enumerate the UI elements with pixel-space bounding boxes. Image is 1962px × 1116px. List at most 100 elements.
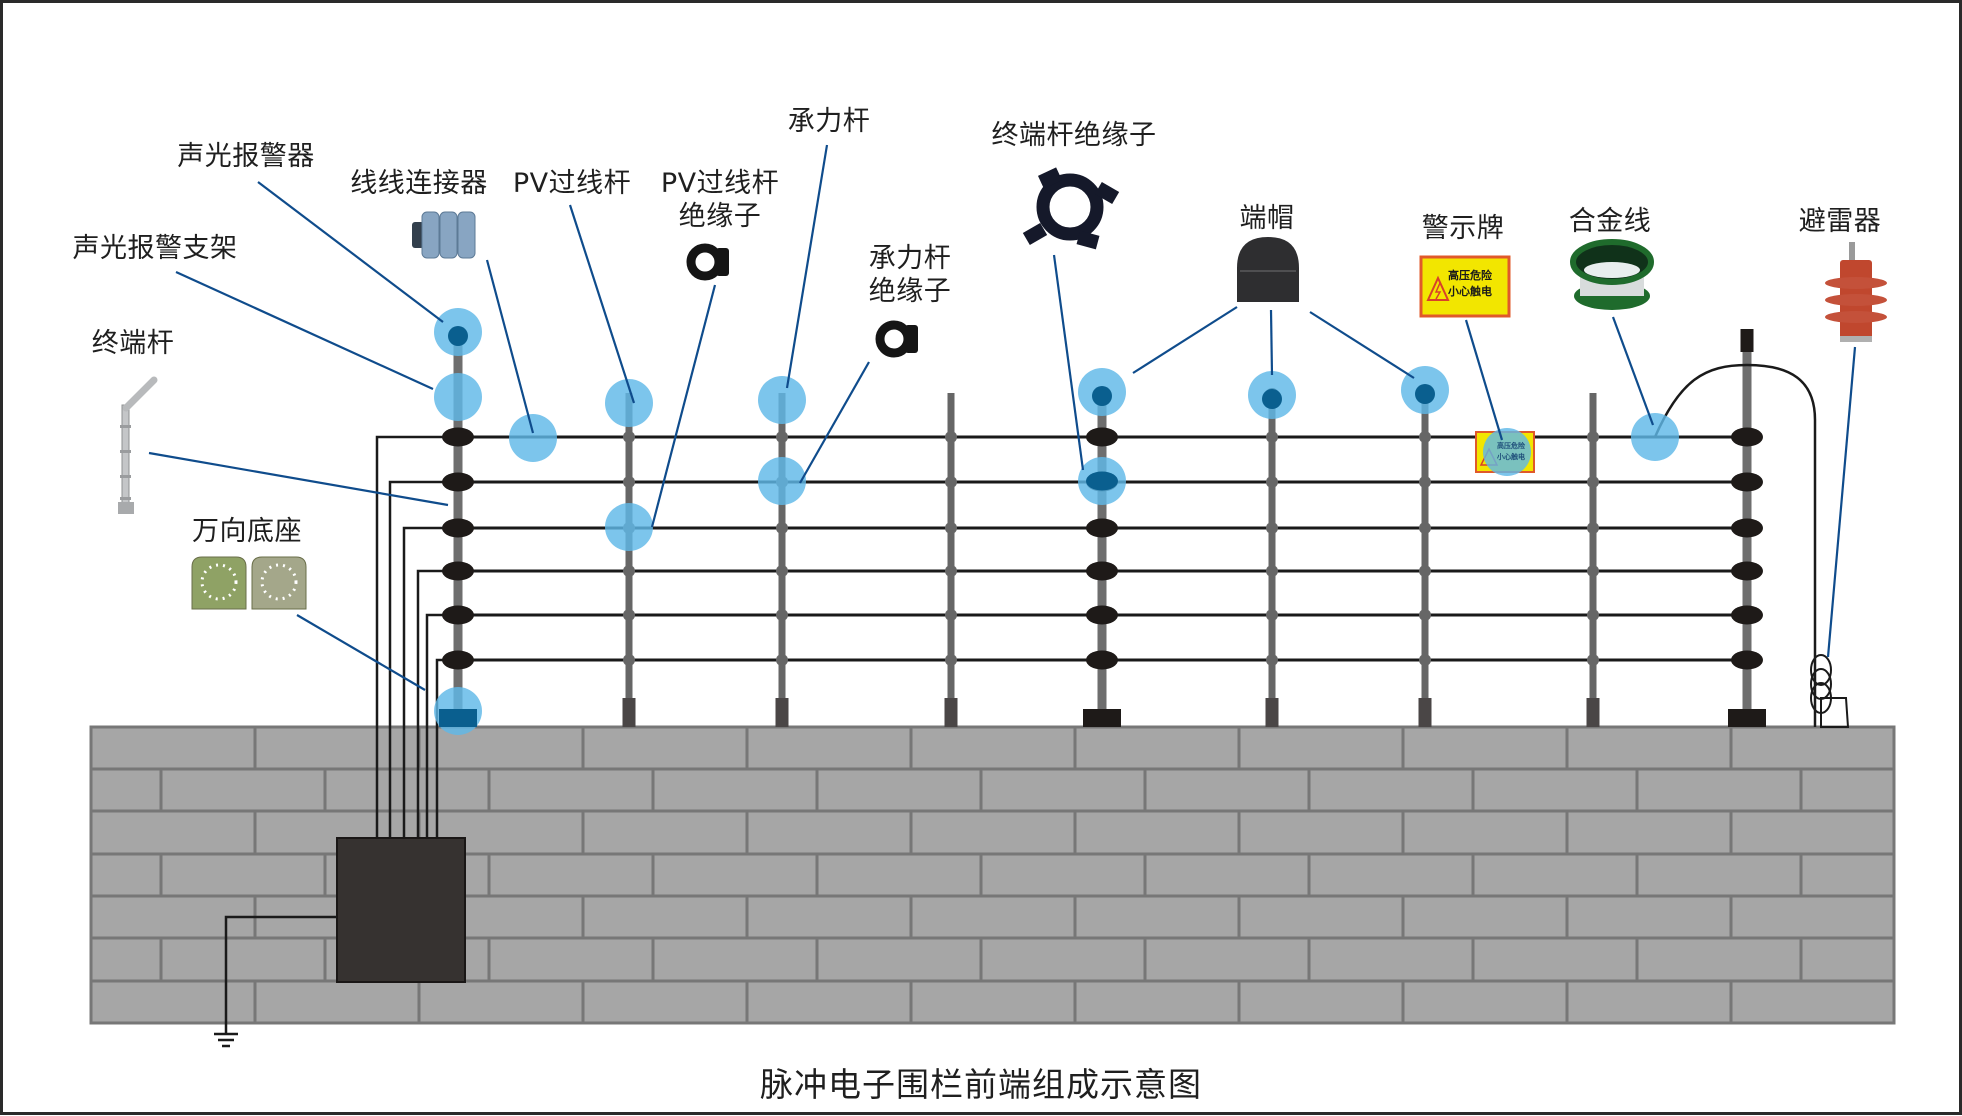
mounting-base-icon xyxy=(191,556,247,610)
leader-line xyxy=(1309,311,1415,379)
highlight-marker xyxy=(434,373,482,421)
fence-warning-sign-text: 高压危险 小心触电 xyxy=(1497,441,1525,463)
intermediate-pole xyxy=(625,393,633,727)
component-pictures xyxy=(118,167,1887,610)
terminal-insulator xyxy=(1086,427,1118,447)
insulator-tab xyxy=(1022,222,1048,246)
leader-line xyxy=(1269,309,1274,376)
terminal-insulator-icon xyxy=(1036,173,1104,241)
arrester-shed xyxy=(1825,277,1887,289)
pv-insulator xyxy=(945,609,957,621)
pv-insulator xyxy=(1419,476,1431,488)
pv-insulator xyxy=(1419,565,1431,577)
leader-lines xyxy=(148,144,1857,691)
terminal-insulator xyxy=(1731,605,1763,625)
hazard-triangle-icon xyxy=(1426,275,1450,301)
label-line: 声光报警器 xyxy=(177,141,315,172)
arrester-shed xyxy=(1825,294,1887,306)
label-line: PV过线杆 xyxy=(512,168,632,199)
label-terminal-insulator: 终端杆绝缘子 xyxy=(924,119,1224,152)
highlight-dot xyxy=(1092,386,1112,406)
lightning-bolt-icon xyxy=(1434,282,1442,300)
pv-insulator xyxy=(945,565,957,577)
pv-insulator xyxy=(776,522,788,534)
terminal-insulator xyxy=(1731,472,1763,492)
leader-line xyxy=(650,284,717,528)
pole-base xyxy=(1265,698,1279,727)
label-alloy-wire: 合金线 xyxy=(1460,205,1760,238)
label-bearing-pole: 承力杆 xyxy=(679,105,979,138)
leader-line xyxy=(1464,319,1504,441)
highlighted-insulator xyxy=(1086,471,1118,491)
wire-connector-icon xyxy=(439,211,458,259)
terminal-pole xyxy=(1742,350,1752,727)
intermediate-pole xyxy=(947,393,955,727)
label-line: 绝缘子 xyxy=(868,276,952,307)
wire-spool-inner xyxy=(1584,262,1640,278)
terminal-insulator xyxy=(1731,650,1763,670)
highlight-marker xyxy=(509,414,557,462)
label-line: PV过线杆 xyxy=(660,168,780,199)
pv-insulator xyxy=(623,431,635,443)
wire-connector-icon xyxy=(421,211,440,259)
label-line: 端帽 xyxy=(1239,203,1295,234)
warning-sign-line-1: 高压危险 xyxy=(1448,269,1492,282)
leader-line xyxy=(148,451,449,507)
leader-line xyxy=(1052,254,1085,471)
fence-warning-sign-line-1: 高压危险 xyxy=(1497,442,1525,450)
terminal-insulator xyxy=(1731,518,1763,538)
pv-insulator xyxy=(776,565,788,577)
warning-sign-icon xyxy=(1419,255,1511,318)
highlighted-base xyxy=(439,709,477,727)
highlight-markers xyxy=(434,308,1679,735)
leader-line xyxy=(1826,346,1857,658)
label-line: 承力杆 xyxy=(868,243,952,274)
warning-sign-line-2: 小心触电 xyxy=(1448,285,1492,298)
label-line: 声光报警支架 xyxy=(72,233,238,264)
pv-insulator xyxy=(1587,431,1599,443)
pv-insulator xyxy=(1587,522,1599,534)
leader-line xyxy=(257,181,444,323)
highlight-marker xyxy=(605,379,653,427)
terminal-insulator xyxy=(1731,561,1763,581)
highlight-marker xyxy=(1483,428,1531,476)
pv-insulator xyxy=(1266,431,1278,443)
label-line: 承力杆 xyxy=(787,106,871,137)
label-line: 终端杆绝缘子 xyxy=(991,120,1157,151)
terminal-pole-icon xyxy=(121,404,130,504)
warning-sign-text: 高压危险 小心触电 xyxy=(1448,268,1492,300)
leader-line xyxy=(568,204,636,404)
leader-line xyxy=(785,144,829,389)
label-alarm: 声光报警器 xyxy=(96,140,396,173)
pole-base xyxy=(1418,698,1432,727)
mounting-base-icon xyxy=(251,556,307,610)
insulator-tab xyxy=(1094,181,1120,205)
terminal-pole-ring xyxy=(120,475,131,478)
label-pv-insulator: PV过线杆绝缘子 xyxy=(570,167,870,233)
pulse-controller-box xyxy=(336,837,466,983)
bearing-insulator-icon xyxy=(905,325,918,353)
pv-insulator xyxy=(1266,476,1278,488)
terminal-insulator xyxy=(1731,427,1763,447)
terminal-insulator xyxy=(442,427,474,447)
pv-insulator xyxy=(1419,431,1431,443)
pv-insulator xyxy=(1266,565,1278,577)
terminal-insulator xyxy=(442,561,474,581)
pole-base xyxy=(622,698,636,727)
leader-line xyxy=(485,259,535,434)
terminal-insulator xyxy=(442,605,474,625)
terminal-insulator xyxy=(442,518,474,538)
feed-wire xyxy=(402,526,458,838)
arrester-lead-wire xyxy=(1653,363,1817,727)
ground-wire xyxy=(224,915,337,1034)
terminal-insulator xyxy=(1086,561,1118,581)
pv-insulator xyxy=(623,565,635,577)
mounting-base-holes xyxy=(200,563,238,601)
terminal-insulator xyxy=(1086,650,1118,670)
terminal-pole-base xyxy=(1083,709,1121,727)
intermediate-pole xyxy=(1421,393,1429,727)
label-bearing-insulator: 承力杆绝缘子 xyxy=(760,242,1060,308)
pv-insulator xyxy=(1587,476,1599,488)
intermediate-pole xyxy=(778,393,786,727)
label-line: 绝缘子 xyxy=(678,201,762,232)
